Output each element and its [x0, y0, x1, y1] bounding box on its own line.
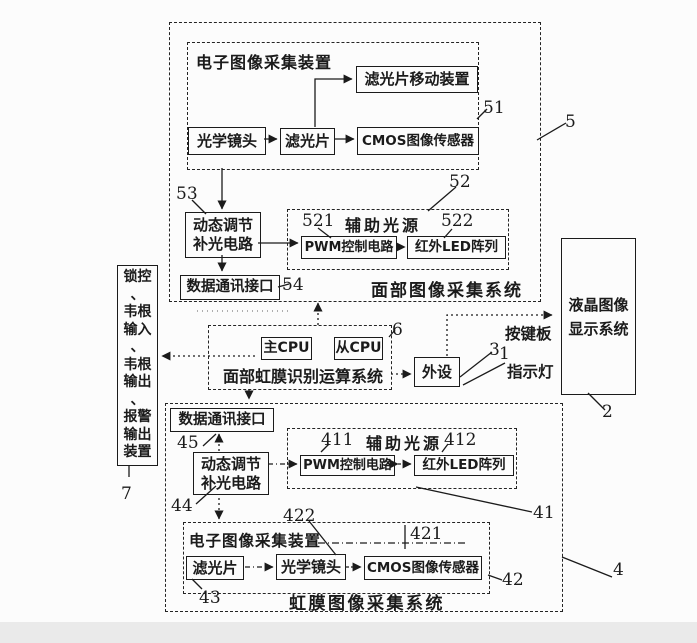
iris-image-device-title: 电子图像采集装置 [189, 532, 322, 550]
iris-cmos-box: CMOS图像传感器 [364, 556, 482, 580]
compute-system-caption: 面部虹膜识别运算系统 [223, 367, 384, 386]
face-pwm-box: PWM控制电路 [301, 236, 397, 259]
face-aux-light-frame [287, 209, 509, 270]
slave-cpu-box: 从CPU [334, 337, 383, 360]
face-image-system-frame [169, 22, 541, 302]
face-image-device-title: 电子图像采集装置 [196, 53, 333, 72]
iris-aux-light-frame [287, 428, 517, 489]
ref-42: 42 [502, 570, 524, 590]
iris-lens-box: 光学镜头 [276, 554, 346, 580]
filter-mover-box: 滤光片移动装置 [356, 66, 478, 93]
iris-filter-box: 滤光片 [186, 556, 244, 580]
ref-412: 412 [444, 430, 477, 450]
face-data-interface-box: 数据通讯接口 [180, 275, 280, 300]
face-aux-light-title: 辅助光源 [345, 216, 422, 235]
iris-pwm-box: PWM控制电路 [300, 455, 395, 476]
ref-422: 422 [283, 506, 316, 526]
main-cpu-box: 主CPU [261, 337, 312, 360]
ref-45: 45 [177, 433, 199, 453]
iris-image-system-frame [165, 403, 563, 612]
face-system-caption: 面部图像采集系统 [371, 281, 523, 301]
ref-4: 4 [613, 560, 624, 580]
lcd-display-box: 液晶图像 显示系统 [561, 238, 636, 395]
ref-52: 52 [449, 172, 471, 192]
ref-44: 44 [171, 496, 193, 516]
scan-margin [0, 622, 697, 643]
face-cmos-box: CMOS图像传感器 [357, 127, 479, 155]
iris-led-box: 红外LED阵列 [414, 455, 514, 476]
face-lens-box: 光学镜头 [188, 127, 266, 155]
ref-43: 43 [199, 588, 221, 608]
ref-53: 53 [176, 184, 198, 204]
ref-522: 522 [441, 211, 474, 231]
compute-system-frame [208, 325, 392, 390]
face-filter-box: 滤光片 [280, 128, 335, 155]
ref-2: 2 [602, 402, 613, 422]
ref-51: 51 [483, 98, 505, 118]
face-led-box: 红外LED阵列 [407, 236, 506, 259]
ref-521: 521 [302, 211, 335, 231]
iris-system-caption: 虹膜图像采集系统 [289, 594, 445, 614]
iris-fill-light-box: 动态调节 补光电路 [193, 452, 269, 495]
keypad-label: 按键板 [505, 325, 552, 343]
peripheral-box: 外设 [414, 357, 460, 387]
ref-1: 1 [499, 344, 510, 364]
lock-io-device-box: 锁控 、 韦根 输入 、 韦根 输出 、 报警 输出 装置 [117, 265, 158, 466]
ref-411: 411 [321, 430, 354, 450]
ref-54: 54 [282, 275, 304, 295]
face-fill-light-box: 动态调节 补光电路 [185, 212, 261, 258]
indicator-light-label: 指示灯 [507, 363, 554, 381]
iris-aux-light-title: 辅助光源 [366, 434, 443, 453]
ref-6: 6 [392, 320, 403, 340]
ref-421: 421 [410, 524, 443, 544]
ref-5: 5 [565, 112, 576, 132]
iris-data-interface-box: 数据通讯接口 [170, 408, 274, 432]
face-image-device-frame [187, 42, 479, 170]
ref-41: 41 [533, 503, 555, 523]
ref-7: 7 [121, 484, 132, 504]
